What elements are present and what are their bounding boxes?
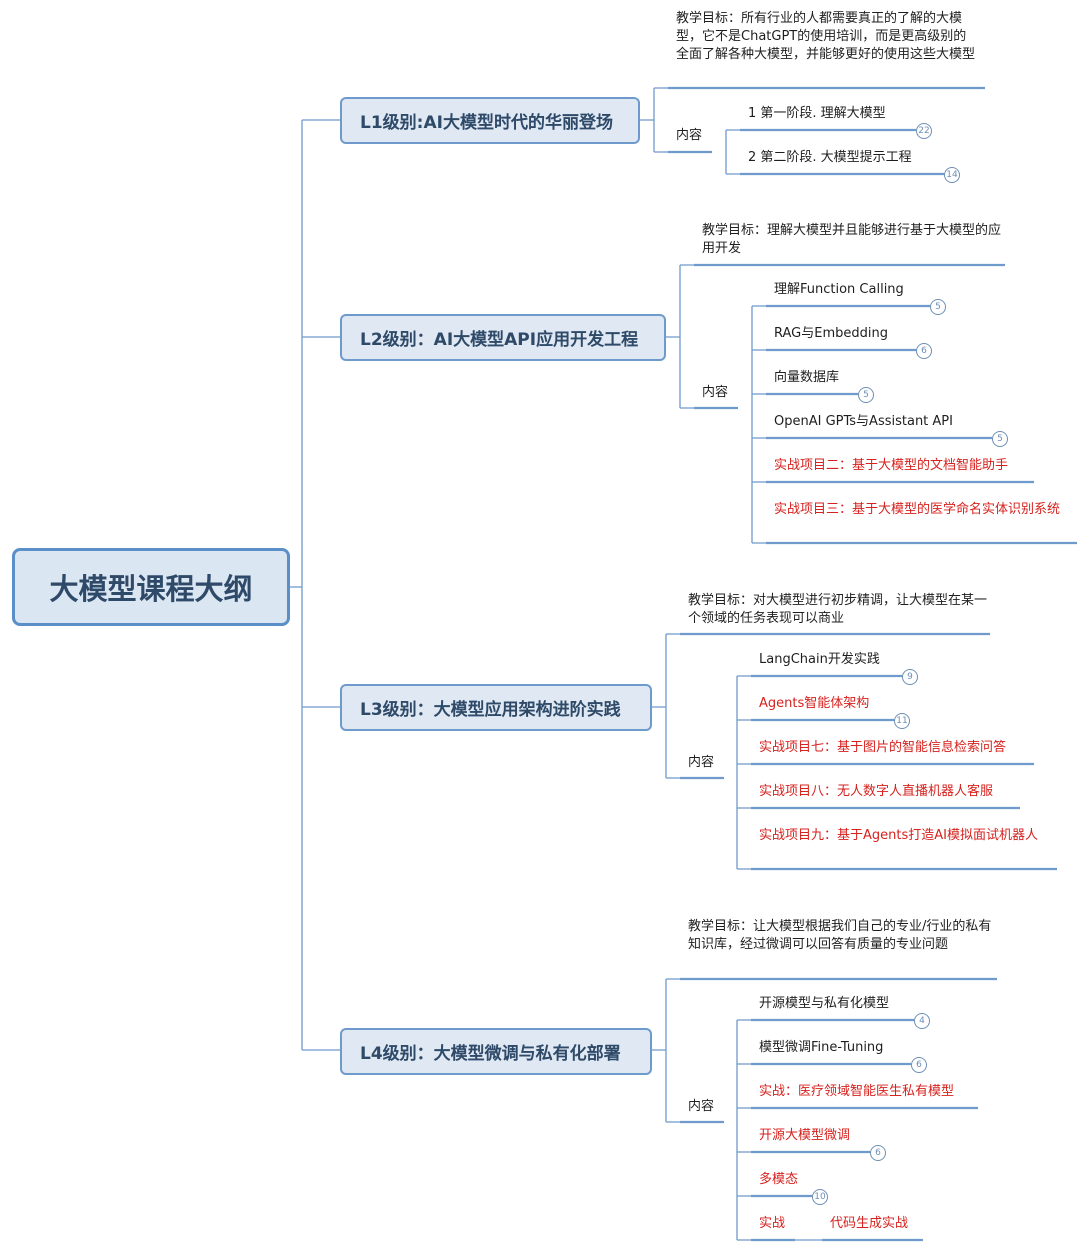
l1-item-1-count-badge: 22 (916, 123, 932, 139)
l4-item-1-count-badge: 4 (914, 1013, 930, 1029)
l4-item-3[interactable]: 实战：医疗领域智能医生私有模型 (759, 1084, 955, 1099)
level-node-l3[interactable]: L3级别：大模型应用架构进阶实践 (340, 684, 652, 731)
l4-item-5[interactable]: 多模态 (759, 1172, 799, 1187)
l3-goal: 教学目标：对大模型进行初步精调，让大模型在某一个领域的任务表现可以商业 (688, 593, 988, 626)
l2-item-2-count-badge: 6 (916, 343, 932, 359)
l4-item-4[interactable]: 开源大模型微调 (759, 1128, 851, 1143)
root-node[interactable]: 大模型课程大纲 (12, 548, 290, 626)
l2-item-4-count-badge: 5 (992, 431, 1008, 447)
l2-item-3[interactable]: 向量数据库 (774, 370, 840, 385)
l2-item-6[interactable]: 实战项目三：基于大模型的医学命名实体识别系统 (774, 502, 1061, 517)
l2-item-2[interactable]: RAG与Embedding (774, 326, 888, 341)
l4-item-2-count-badge: 6 (911, 1057, 927, 1073)
l3-item-1[interactable]: LangChain开发实践 (759, 652, 880, 667)
l3-item-2-count-badge: 11 (894, 713, 910, 729)
level-node-l2[interactable]: L2级别：AI大模型API应用开发工程 (340, 314, 666, 361)
l2-item-1[interactable]: 理解Function Calling (774, 282, 904, 297)
l3-content-label: 内容 (688, 755, 715, 770)
l3-item-2[interactable]: Agents智能体架构 (759, 696, 870, 711)
l2-item-4[interactable]: OpenAI GPTs与Assistant API (774, 414, 953, 429)
l4-content-label: 内容 (688, 1099, 715, 1114)
l2-item-5[interactable]: 实战项目二：基于大模型的文档智能助手 (774, 458, 1009, 473)
level-node-l1[interactable]: L1级别:AI大模型时代的华丽登场 (340, 97, 640, 144)
l4-item-6-child[interactable]: 代码生成实战 (830, 1216, 909, 1231)
l3-item-1-count-badge: 9 (902, 669, 918, 685)
l2-goal: 教学目标：理解大模型并且能够进行基于大模型的应用开发 (702, 223, 1002, 256)
l1-goal: 教学目标：所有行业的人都需要真正的了解的大模型，它不是ChatGPT的使用培训，… (676, 11, 976, 62)
l2-content-label: 内容 (702, 385, 729, 400)
l1-item-2-count-badge: 14 (944, 167, 960, 183)
l4-item-6[interactable]: 实战 (759, 1216, 786, 1231)
l3-item-3[interactable]: 实战项目七：基于图片的智能信息检索问答 (759, 740, 1007, 755)
l2-item-1-count-badge: 5 (930, 299, 946, 315)
l4-item-5-count-badge: 10 (812, 1189, 828, 1205)
l4-goal: 教学目标：让大模型根据我们自己的专业/行业的私有知识库，经过微调可以回答有质量的… (688, 919, 992, 952)
l4-item-2[interactable]: 模型微调Fine-Tuning (759, 1040, 884, 1055)
l4-item-1[interactable]: 开源模型与私有化模型 (759, 996, 890, 1011)
l2-item-3-count-badge: 5 (858, 387, 874, 403)
l4-item-4-count-badge: 6 (870, 1145, 886, 1161)
l1-item-2[interactable]: 2 第二阶段. 大模型提示工程 (748, 150, 912, 165)
l1-content-label: 内容 (676, 128, 703, 143)
l3-item-4[interactable]: 实战项目八：无人数字人直播机器人客服 (759, 784, 994, 799)
l3-item-5[interactable]: 实战项目九：基于Agents打造AI模拟面试机器人 (759, 828, 1038, 843)
l1-item-1[interactable]: 1 第一阶段. 理解大模型 (748, 106, 886, 121)
level-node-l4[interactable]: L4级别：大模型微调与私有化部署 (340, 1028, 652, 1075)
